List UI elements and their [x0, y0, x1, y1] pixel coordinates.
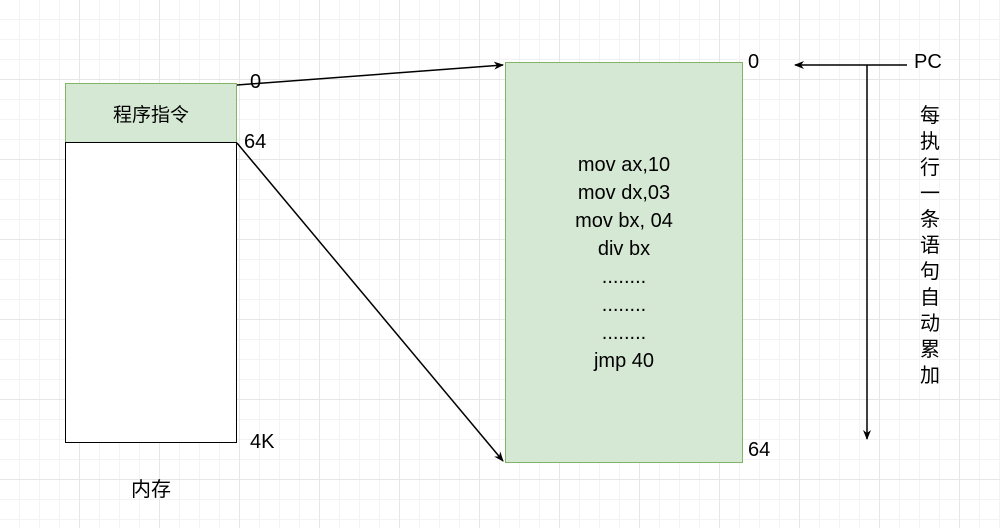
memory-header-label: 程序指令 [112, 104, 189, 126]
pc-increment-note: 每执行一条语句自动累加 [920, 105, 940, 387]
memory-address-bottom: 4K [250, 431, 275, 453]
memory-body-block [65, 142, 237, 443]
code-line: mov bx, 04 [575, 209, 673, 232]
memory-caption: 内存 [131, 479, 171, 501]
memory-program-instructions-block: 程序指令 [65, 83, 237, 143]
code-line: jmp 40 [593, 349, 654, 372]
code-address-bottom: 64 [748, 439, 771, 461]
code-line: ........ [601, 293, 647, 316]
arrow-memory-64-to-code-bottom [236, 142, 504, 462]
code-lines: mov ax,10 mov dx,03 mov bx, 04 div bx ..… [575, 151, 673, 375]
code-line: ........ [601, 321, 647, 344]
arrow-memory-top-to-code-top [236, 61, 504, 86]
code-line: mov dx,03 [577, 181, 671, 204]
code-segment-block: mov ax,10 mov dx,03 mov bx, 04 div bx ..… [505, 62, 743, 463]
code-line: ........ [601, 265, 647, 288]
memory-address-top: 0 [250, 71, 262, 93]
code-line: mov ax,10 [577, 153, 671, 176]
memory-address-64: 64 [244, 131, 267, 153]
code-address-top: 0 [748, 51, 760, 73]
pc-label: PC [914, 51, 942, 73]
code-line: div bx [597, 237, 651, 260]
